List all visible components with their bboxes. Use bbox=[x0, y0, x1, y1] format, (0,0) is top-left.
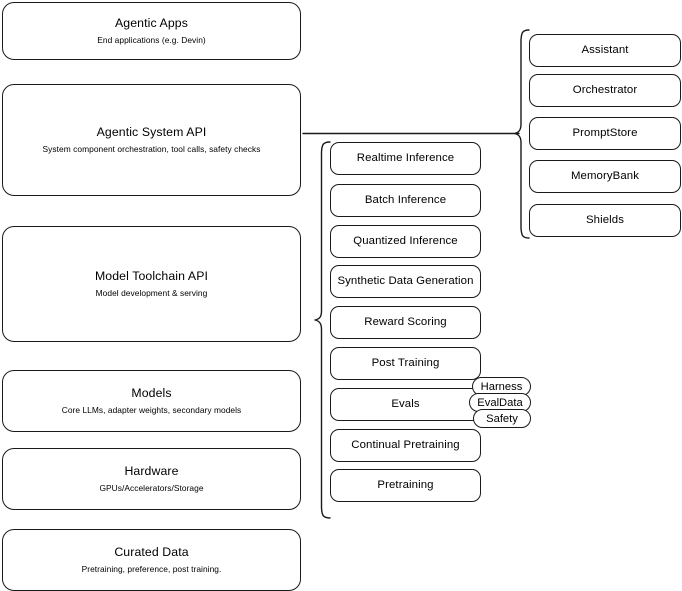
layer-subtitle: Pretraining, preference, post training. bbox=[81, 564, 222, 575]
layer-title: Curated Data bbox=[114, 545, 189, 560]
layer-subtitle: GPUs/Accelerators/Storage bbox=[99, 483, 204, 494]
layer-title: Agentic System API bbox=[96, 125, 207, 140]
toolchain-item-label: Pretraining bbox=[377, 479, 434, 492]
toolchain-item-reward-scoring[interactable]: Reward Scoring bbox=[330, 306, 481, 339]
toolchain-item-synthetic-data-generation[interactable]: Synthetic Data Generation bbox=[330, 265, 481, 298]
middle-brace bbox=[314, 141, 331, 519]
toolchain-item-label: Realtime Inference bbox=[356, 152, 455, 165]
toolchain-item-post-training[interactable]: Post Training bbox=[330, 347, 481, 380]
layer-subtitle: Core LLMs, adapter weights, secondary mo… bbox=[61, 405, 242, 416]
eval-subcomponent-safety[interactable]: Safety bbox=[473, 409, 531, 428]
layer-hardware[interactable]: Hardware GPUs/Accelerators/Storage bbox=[2, 448, 301, 510]
layer-subtitle: End applications (e.g. Devin) bbox=[97, 35, 206, 46]
system-item-shields[interactable]: Shields bbox=[529, 204, 681, 237]
system-item-assistant[interactable]: Assistant bbox=[529, 34, 681, 67]
toolchain-item-label: Evals bbox=[391, 398, 420, 411]
layer-subtitle: Model development & serving bbox=[95, 288, 208, 299]
toolchain-item-continual-pretraining[interactable]: Continual Pretraining bbox=[330, 429, 481, 462]
layer-title: Model Toolchain API bbox=[94, 269, 209, 284]
layer-agentic-apps[interactable]: Agentic Apps End applications (e.g. Devi… bbox=[2, 2, 301, 60]
layer-title: Models bbox=[131, 386, 172, 401]
system-item-label: Orchestrator bbox=[572, 84, 638, 97]
toolchain-item-batch-inference[interactable]: Batch Inference bbox=[330, 184, 481, 217]
toolchain-item-label: Quantized Inference bbox=[353, 235, 458, 248]
toolchain-item-label: Continual Pretraining bbox=[351, 439, 460, 452]
toolchain-item-pretraining[interactable]: Pretraining bbox=[330, 469, 481, 502]
system-item-label: PromptStore bbox=[572, 127, 638, 140]
layer-title: Hardware bbox=[124, 464, 179, 479]
toolchain-item-evals[interactable]: Evals bbox=[330, 388, 481, 421]
system-item-orchestrator[interactable]: Orchestrator bbox=[529, 74, 681, 107]
layer-curated-data[interactable]: Curated Data Pretraining, preference, po… bbox=[2, 529, 301, 591]
system-item-label: Assistant bbox=[581, 44, 629, 57]
toolchain-item-label: Synthetic Data Generation bbox=[337, 275, 474, 288]
toolchain-item-realtime-inference[interactable]: Realtime Inference bbox=[330, 142, 481, 175]
layer-model-toolchain-api[interactable]: Model Toolchain API Model development & … bbox=[2, 226, 301, 342]
system-item-label: MemoryBank bbox=[570, 170, 640, 183]
system-item-memorybank[interactable]: MemoryBank bbox=[529, 160, 681, 193]
right-brace bbox=[513, 29, 530, 239]
layer-agentic-system-api[interactable]: Agentic System API System component orch… bbox=[2, 84, 301, 196]
layer-subtitle: System component orchestration, tool cal… bbox=[42, 144, 261, 155]
layer-title: Agentic Apps bbox=[115, 16, 188, 31]
toolchain-item-quantized-inference[interactable]: Quantized Inference bbox=[330, 225, 481, 258]
system-item-label: Shields bbox=[585, 214, 625, 227]
toolchain-item-label: Post Training bbox=[371, 357, 440, 370]
toolchain-item-label: Batch Inference bbox=[364, 194, 447, 207]
layer-models[interactable]: Models Core LLMs, adapter weights, secon… bbox=[2, 370, 301, 432]
system-item-promptstore[interactable]: PromptStore bbox=[529, 117, 681, 150]
toolchain-item-label: Reward Scoring bbox=[364, 316, 447, 329]
